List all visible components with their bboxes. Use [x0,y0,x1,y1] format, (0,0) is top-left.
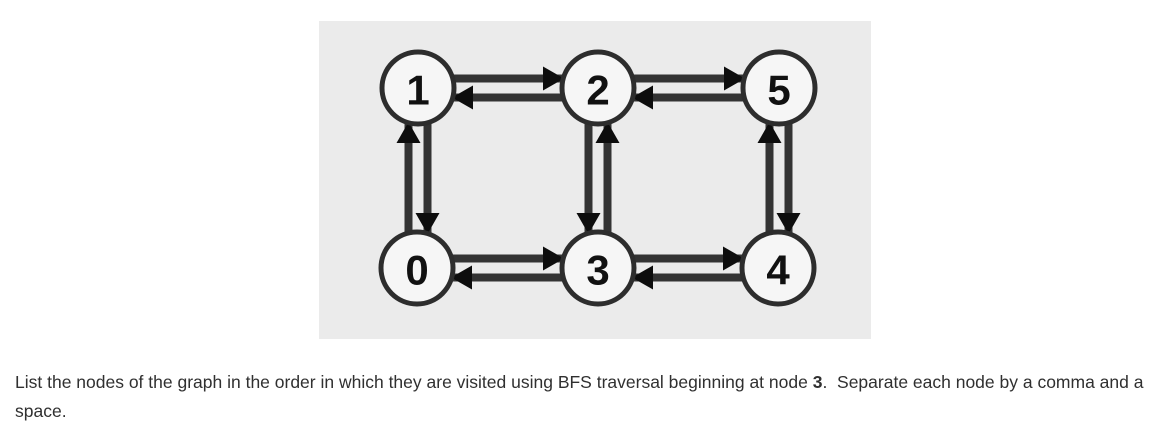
edge-1-2-arrow-back [452,85,473,110]
edge-1-0-arrow-up [396,122,421,143]
edge-3-4-arrow-back [632,265,653,290]
graph-node-1 [379,49,457,127]
edge-5-4-arrow-up [757,122,782,143]
question-text: List the nodes of the graph in the order… [15,368,1155,426]
graph-node-2 [559,49,637,127]
graph-node-0 [378,229,456,307]
graph-node-3 [559,229,637,307]
edge-2-3-arrow-down [576,213,601,234]
node-label-4: 4 [766,247,790,294]
node-label-3: 3 [586,247,609,294]
edge-1-0-arrow-down [415,213,440,234]
edge-2-5-arrow-forward [724,66,745,91]
edge-0-3-arrow-forward [543,246,564,271]
node-label-1: 1 [406,67,429,114]
node-label-2: 2 [586,67,609,114]
edge-0-3-arrow-back [451,265,472,290]
graph-svg: 1 2 5 0 3 4 [378,49,818,307]
graph-node-5 [740,49,818,127]
question-text-before: List the nodes of the graph in the order… [15,372,813,392]
question-text-after: . Separate each node by a comma and a sp… [15,372,1149,421]
edge-2-3-arrow-up [595,122,620,143]
edge-3-4-arrow-forward [723,246,744,271]
question-start-node: 3 [812,372,823,392]
edge-2-5-arrow-back [632,85,653,110]
node-label-0: 0 [405,247,428,294]
node-label-5: 5 [767,67,790,114]
graph-node-4 [739,229,817,307]
edge-5-4-arrow-down [776,213,801,234]
edge-1-2-arrow-forward [543,66,564,91]
graph-panel: 1 2 5 0 3 4 [319,21,871,339]
